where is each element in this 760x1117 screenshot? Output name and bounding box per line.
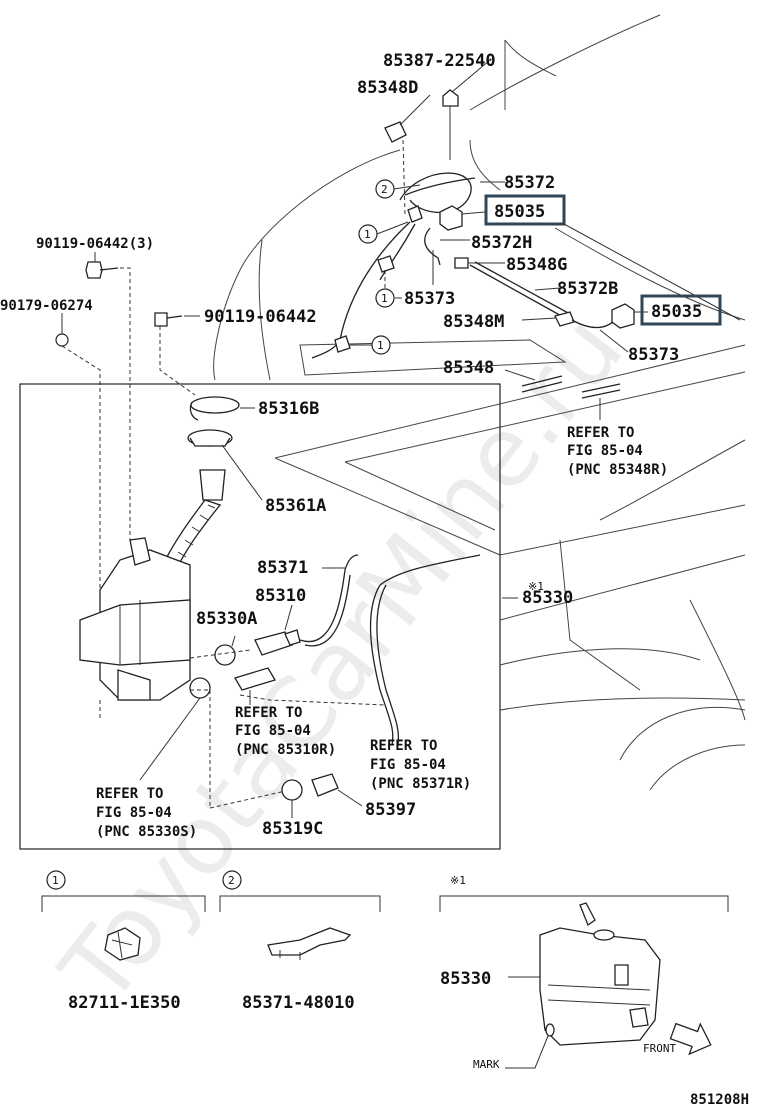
callout-1-bottom: 1 — [377, 339, 384, 352]
label-front: FRONT — [643, 1042, 676, 1055]
label-85387-22540: 85387-22540 — [383, 51, 496, 71]
tank-assembly — [79, 396, 481, 818]
label-85372: 85372 — [504, 173, 555, 193]
label-90119-06442: 90119-06442 — [204, 307, 317, 327]
label-85372B: 85372B — [557, 279, 618, 299]
label-85035-left[interactable]: 85035 — [494, 202, 545, 222]
label-85361A: 85361A — [265, 496, 326, 516]
ref-85371R: REFER TO FIG 85-04 (PNC 85371R) — [370, 738, 471, 792]
ref-85348R: REFER TO FIG 85-04 (PNC 85348R) — [567, 425, 668, 478]
bolt-group — [55, 252, 200, 600]
label-85330-detail: 85330 — [440, 969, 491, 989]
detail-panel-3: ※1 85330 MARK FRONT — [439, 874, 729, 1071]
callout-2-top: 2 — [381, 183, 388, 196]
label-85397: 85397 — [365, 800, 416, 820]
svg-text:(PNC 85371R): (PNC 85371R) — [370, 776, 471, 792]
note-mark-1-detail: ※1 — [450, 874, 466, 887]
detail-panel-1: 1 82711-1E350 — [41, 870, 206, 1013]
label-85310: 85310 — [255, 586, 306, 606]
hood-nozzle-assembly: 2 1 1 1 — [311, 59, 648, 359]
label-85330A: 85330A — [196, 609, 257, 629]
label-85316B: 85316B — [258, 399, 319, 419]
hose-85348 — [504, 369, 621, 420]
label-mark: MARK — [473, 1058, 500, 1071]
svg-text:1: 1 — [52, 874, 59, 887]
svg-text:FIG 85-04: FIG 85-04 — [370, 757, 446, 773]
svg-text:2: 2 — [228, 874, 235, 887]
label-85373-upper: 85373 — [404, 289, 455, 309]
label-85348G: 85348G — [506, 255, 567, 275]
svg-text:FIG 85-04: FIG 85-04 — [96, 805, 172, 821]
label-85371-48010: 85371-48010 — [242, 993, 355, 1013]
label-85372H: 85372H — [471, 233, 532, 253]
svg-text:REFER TO: REFER TO — [567, 425, 634, 441]
label-85348: 85348 — [443, 358, 494, 378]
callout-1-mid: 1 — [381, 292, 388, 305]
svg-text:(PNC 85310R): (PNC 85310R) — [235, 742, 336, 758]
label-85319C: 85319C — [262, 819, 323, 839]
svg-text:(PNC 85330S): (PNC 85330S) — [96, 824, 197, 840]
note-mark-1-main: ※1 — [528, 580, 544, 593]
label-85373-lower: 85373 — [628, 345, 679, 365]
svg-text:FIG 85-04: FIG 85-04 — [567, 443, 643, 459]
highlight-box-85035-left — [484, 194, 566, 226]
label-85371: 85371 — [257, 558, 308, 578]
car-body-outline — [213, 14, 746, 791]
svg-text:(PNC 85348R): (PNC 85348R) — [567, 462, 668, 478]
label-90179-06274: 90179-06274 — [0, 298, 93, 314]
tank-assembly-frame — [19, 383, 501, 850]
diagram-id: 851208H — [690, 1092, 749, 1108]
svg-text:REFER TO: REFER TO — [370, 738, 437, 754]
label-85330-main: 85330 — [522, 588, 573, 608]
label-85348D: 85348D — [357, 78, 418, 98]
svg-text:REFER TO: REFER TO — [235, 705, 302, 721]
ref-85330S: REFER TO FIG 85-04 (PNC 85330S) — [96, 786, 197, 840]
highlight-box-85035-right — [640, 294, 722, 326]
detail-panel-2: 2 85371-48010 — [219, 870, 381, 1013]
label-85348M: 85348M — [443, 312, 504, 332]
svg-text:FIG 85-04: FIG 85-04 — [235, 723, 311, 739]
label-85035-right[interactable]: 85035 — [651, 302, 702, 322]
callout-1-left: 1 — [364, 228, 371, 241]
svg-text:REFER TO: REFER TO — [96, 786, 163, 802]
label-90119-06442-qty3: 90119-06442(3) — [36, 236, 154, 252]
ref-85310R: REFER TO FIG 85-04 (PNC 85310R) — [235, 705, 336, 758]
label-82711-1E350: 82711-1E350 — [68, 993, 181, 1013]
